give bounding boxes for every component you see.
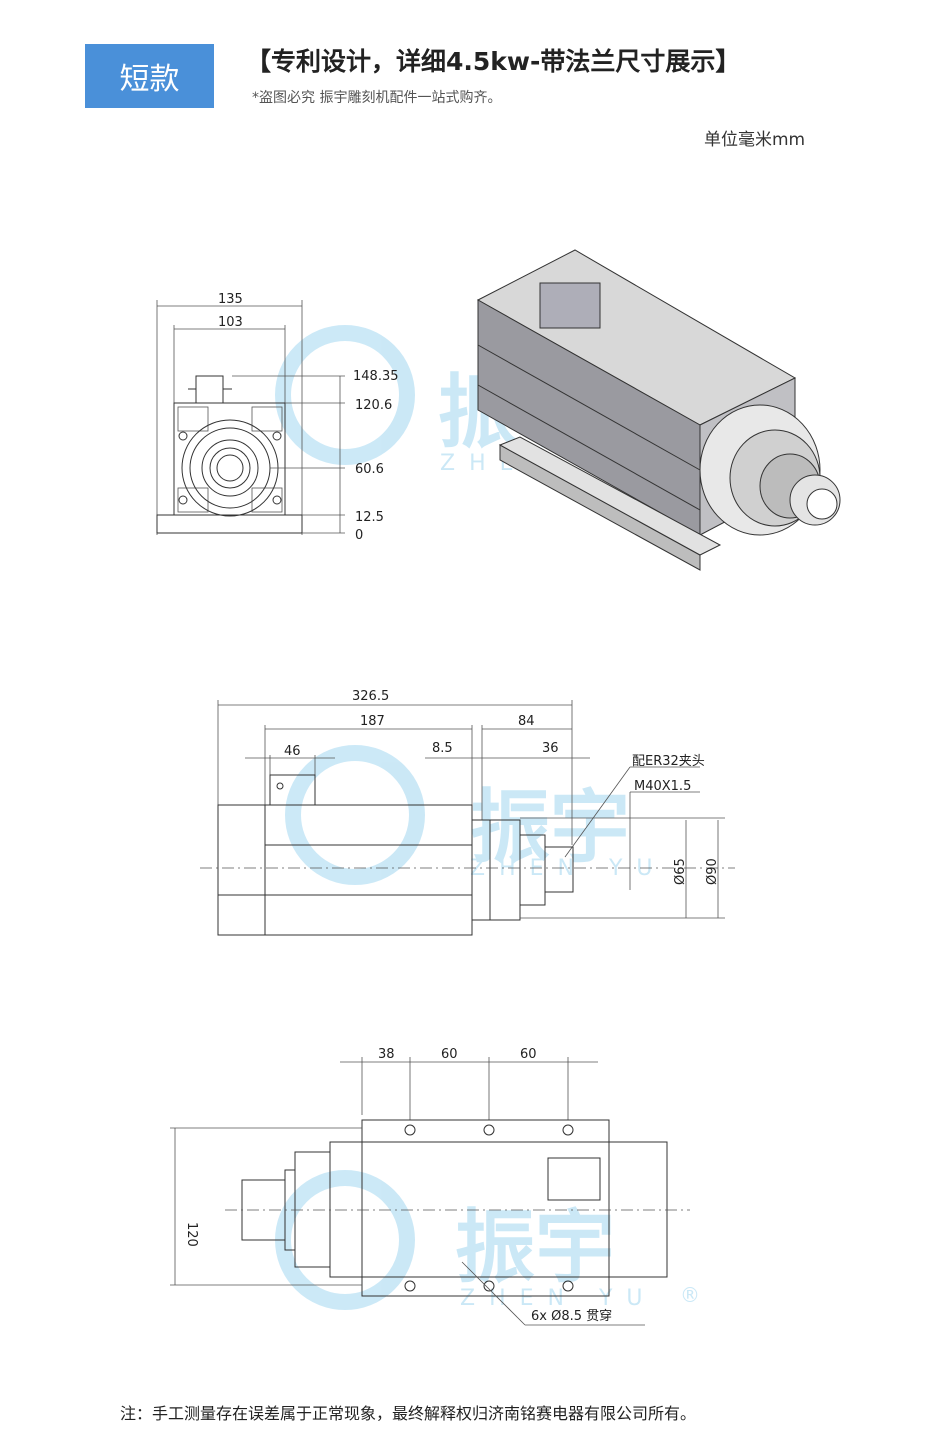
note-collet: 配ER32夹头	[632, 754, 705, 769]
svg-text:振宇: 振宇	[455, 1201, 615, 1294]
dim-width-outer: 135	[218, 292, 243, 307]
dim-width-inner: 103	[218, 315, 243, 330]
unit-label: 单位毫米mm	[704, 130, 806, 150]
note-holes: 6x Ø8.5 贯穿	[531, 1308, 612, 1324]
dim-h5: 0	[355, 528, 363, 543]
bottom-view-drawing: 38 60 60 120 6x Ø8.5 贯穿	[170, 1047, 690, 1326]
isometric-view	[476, 249, 841, 571]
dim-h3: 60.6	[355, 462, 384, 477]
side-view-drawing: 326.5 187 84 46 8.5 36 配ER32夹头 M40X1.	[200, 689, 735, 936]
svg-text:振宇: 振宇	[470, 781, 630, 874]
dim-thread-len: 36	[542, 741, 559, 756]
dim-d1: 38	[378, 1047, 395, 1062]
svg-text:®: ®	[680, 1283, 700, 1307]
subtitle: *盗图必究 振宇雕刻机配件一站式购齐。	[252, 90, 502, 106]
dim-body: 187	[360, 714, 385, 729]
dim-box: 46	[284, 744, 301, 759]
dim-nose: 84	[518, 714, 535, 729]
dim-height: 120	[184, 1222, 199, 1247]
svg-text:ZHEN YU: ZHEN YU	[470, 856, 667, 881]
dim-h2: 120.6	[355, 398, 392, 413]
watermark-middle: 振宇 ZHEN YU	[285, 745, 667, 885]
dim-dia-small: Ø65	[673, 858, 688, 885]
category-badge: 短款	[85, 44, 214, 108]
footer-note: 注：手工测量存在误差属于正常现象，最终解释权归济南铭赛电器有限公司所有。	[120, 1404, 697, 1423]
page-title: 【专利设计，详细4.5kw-带法兰尺寸展示】	[246, 47, 741, 76]
dim-d3: 60	[520, 1047, 537, 1062]
dim-h1: 148.35	[353, 369, 399, 384]
dim-d2: 60	[441, 1047, 458, 1062]
dim-h4: 12.5	[355, 510, 384, 525]
dim-gap: 8.5	[432, 741, 453, 756]
note-thread: M40X1.5	[634, 779, 691, 794]
front-view-drawing: 135 103 148.35 120.6 60.6 12.5	[156, 292, 399, 543]
dim-total: 326.5	[352, 689, 389, 704]
dim-dia-large: Ø90	[705, 858, 720, 885]
